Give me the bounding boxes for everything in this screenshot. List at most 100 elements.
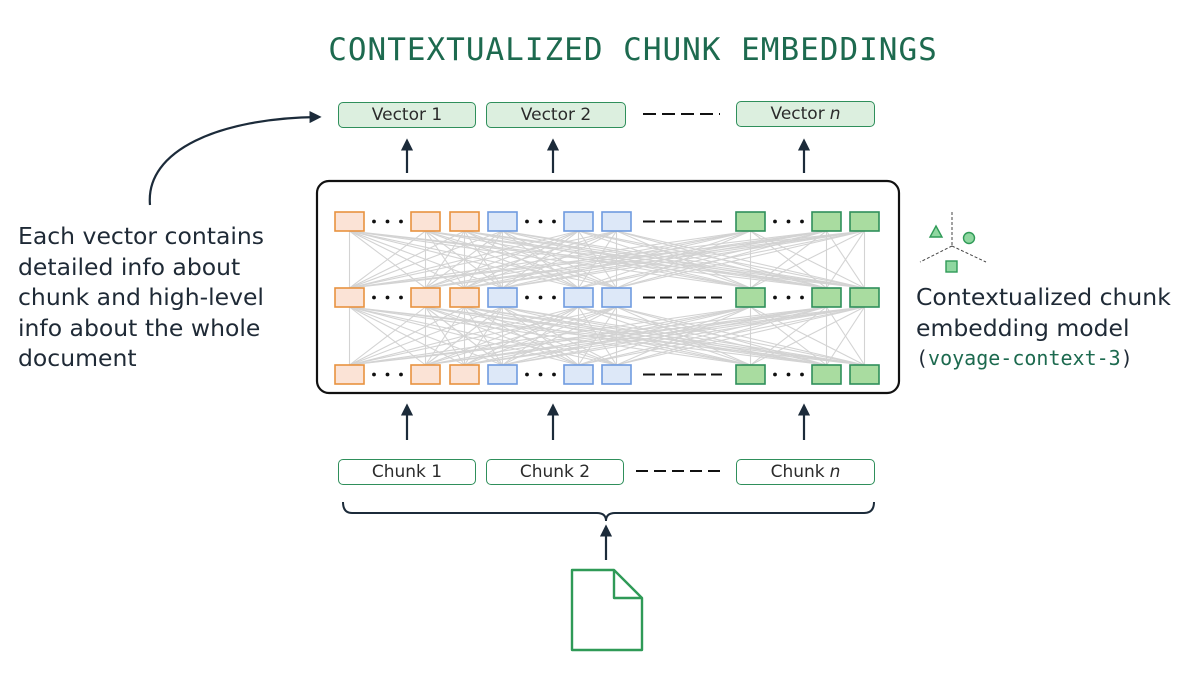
attention-edge: [578, 306, 827, 366]
attention-edge: [349, 306, 865, 366]
attention-edge: [349, 230, 426, 289]
attention-edge: [464, 230, 865, 289]
token-node: [601, 211, 632, 232]
token-node: [811, 211, 842, 232]
vector-2: Vector 2: [486, 102, 626, 128]
ellipsis-dot: [800, 219, 804, 224]
attention-edge: [349, 306, 426, 366]
chunk-2: Chunk 2: [486, 459, 624, 485]
attention-edge: [826, 230, 865, 289]
ellipsis-dot: [525, 219, 529, 224]
attention-edge: [349, 230, 865, 289]
ellipsis-dot: [800, 372, 804, 377]
ellipsis-dot: [786, 372, 791, 377]
token-node: [487, 364, 518, 385]
attention-edge: [578, 306, 865, 366]
chunk-brace: [342, 501, 875, 522]
vector-1-label: Vector 1: [371, 105, 443, 125]
ellipsis-dot: [372, 295, 376, 300]
diagram-title: CONTEXTUALIZED CHUNK EMBEDDINGS: [328, 32, 938, 68]
vector-n-label: Vector: [770, 104, 825, 124]
token-node: [735, 211, 766, 232]
attention-edges: [348, 230, 866, 366]
attention-edge: [349, 230, 617, 289]
ellipsis-dot: [525, 295, 529, 300]
attention-edge: [349, 306, 465, 366]
attention-edge: [425, 230, 579, 289]
token-node: [449, 211, 480, 232]
attention-edge: [349, 230, 465, 289]
model-paren-close: ): [1120, 346, 1133, 370]
ellipsis-dot: [385, 372, 390, 377]
ellipsis-dot: [773, 372, 777, 377]
token-node: [410, 287, 441, 308]
attention-edge: [349, 306, 579, 366]
ellipsis-dot: [800, 295, 804, 300]
ellipsis-dot: [552, 372, 556, 377]
attention-edge: [502, 306, 865, 366]
attention-edge: [578, 230, 865, 289]
ellipsis-dot: [552, 219, 556, 224]
vector-2-label: Vector 2: [520, 105, 592, 125]
token-grid: [334, 211, 880, 385]
attention-edge: [349, 230, 751, 289]
output-arrows: [400, 138, 811, 173]
attention-edge: [578, 306, 617, 366]
token-node: [449, 287, 480, 308]
attention-edge: [826, 306, 865, 366]
token-node: [601, 364, 632, 385]
ellipsis-dot: [538, 219, 543, 224]
attention-edge: [425, 230, 865, 289]
token-node: [849, 211, 880, 232]
attention-edge: [425, 306, 827, 366]
token-node: [563, 364, 594, 385]
token-node: [410, 364, 441, 385]
token-node: [601, 287, 632, 308]
token-node: [487, 211, 518, 232]
token-node: [849, 287, 880, 308]
token-node: [563, 287, 594, 308]
attention-edge: [425, 230, 827, 289]
attention-edge: [349, 306, 617, 366]
vector-n-index: n: [829, 104, 841, 124]
document-icon: [570, 568, 644, 652]
attention-edge: [578, 230, 617, 289]
attention-edge: [616, 306, 865, 366]
model-box: [315, 179, 901, 395]
ellipsis-dot: [552, 295, 556, 300]
attention-edge: [425, 230, 617, 289]
attention-edge: [750, 230, 827, 289]
vector-1: Vector 1: [338, 102, 476, 128]
ellipsis-dot: [538, 295, 543, 300]
ellipsis-dot: [399, 295, 403, 300]
ellipsis-dot: [399, 372, 403, 377]
token-node: [811, 287, 842, 308]
chunk-n-label: Chunk: [770, 462, 825, 482]
ellipsis-dot: [773, 219, 777, 224]
token-node: [487, 287, 518, 308]
attention-edge: [349, 230, 827, 289]
token-node: [849, 364, 880, 385]
chunk-2-label: Chunk 2: [519, 462, 591, 482]
ellipsis-dot: [372, 372, 376, 377]
token-node: [410, 211, 441, 232]
ellipsis-dot: [773, 295, 777, 300]
ellipsis-dot: [399, 219, 403, 224]
chunk-1: Chunk 1: [338, 459, 476, 485]
attention-edge: [425, 306, 617, 366]
ellipsis-dot: [385, 219, 390, 224]
chunk-n-index: n: [829, 462, 841, 482]
attention-edge: [750, 306, 827, 366]
input-arrows: [400, 403, 811, 440]
token-node: [334, 211, 365, 232]
token-node: [735, 287, 766, 308]
attention-edge: [349, 306, 827, 366]
attention-edge: [578, 230, 827, 289]
attention-edge: [349, 230, 579, 289]
attention-edge: [425, 306, 579, 366]
model-name: (voyage-context-3): [916, 343, 1200, 374]
model-id: voyage-context-3: [928, 346, 1121, 370]
